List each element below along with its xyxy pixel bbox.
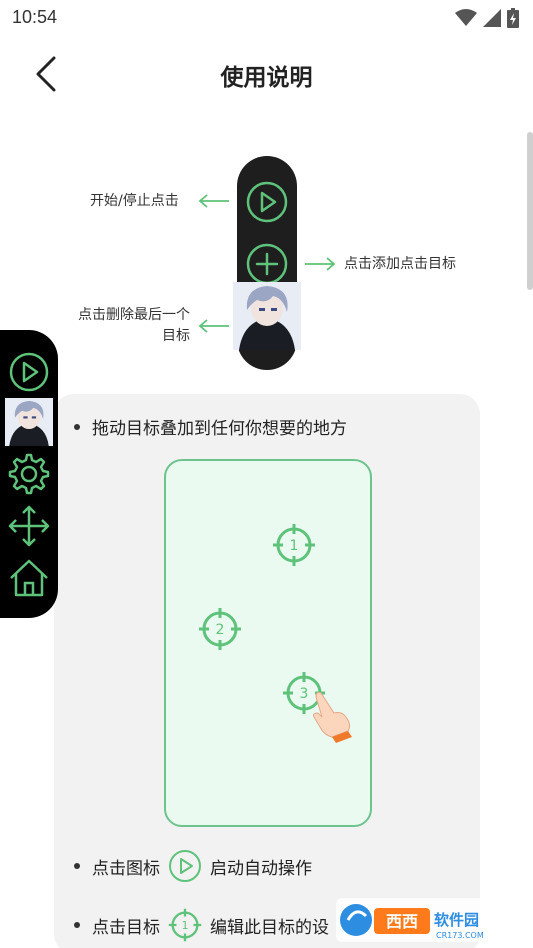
play-icon (169, 850, 201, 882)
instruction-tap-icon-suffix: 启动自动操作 (210, 858, 312, 879)
anime-avatar-image (5, 398, 53, 446)
move-arrows-icon[interactable] (7, 504, 51, 548)
instruction-drag-text: 拖动目标叠加到任何你想要的地方 (92, 419, 347, 439)
watermark-brand-part2: 软件园 (434, 911, 479, 929)
instruction-tap-target: 点击目标 1 编辑此目标的设 (74, 908, 329, 942)
plus-icon (246, 243, 288, 285)
page-title: 使用说明 (220, 65, 313, 91)
caption-delete-line1: 点击删除最后一个 (78, 307, 190, 323)
target-number: 2 (216, 622, 225, 638)
target-thumbnail-demo (233, 282, 301, 350)
crosshair-target-icon: 2 (199, 608, 241, 650)
instruction-drag: 拖动目标叠加到任何你想要的地方 (74, 414, 347, 439)
instruction-tap-target-suffix: 编辑此目标的设 (210, 917, 329, 938)
scrollbar[interactable] (527, 132, 533, 290)
instruction-tap-target-prefix: 点击目标 (92, 917, 160, 938)
arrow-left-icon (198, 194, 229, 208)
caption-start-stop: 开始/停止点击 (90, 193, 179, 209)
bullet (74, 423, 80, 430)
pointing-hand-icon (313, 692, 352, 743)
watermark-logo: 西西 软件园 CR173.COM (336, 898, 513, 942)
gear-icon[interactable] (7, 452, 51, 496)
instruction-tap-icon-prefix: 点击图标 (92, 858, 160, 879)
bullet (74, 863, 80, 869)
drag-demo-area: 1 2 3 (164, 459, 372, 827)
caption-delete-line2: 目标 (162, 328, 190, 344)
status-time: 10:54 (12, 7, 58, 27)
back-button[interactable] (26, 52, 66, 96)
instruction-card: 拖动目标叠加到任何你想要的地方 1 2 3 点击图标 启动自动操作 (54, 394, 480, 948)
home-icon[interactable] (7, 556, 51, 600)
target-number: 1 (182, 919, 189, 932)
caption-delete-target: 点击删除最后一个 目标 (64, 305, 190, 347)
target-thumbnail[interactable] (5, 398, 53, 446)
target-number: 3 (300, 686, 309, 702)
crosshair-target-icon: 1 (273, 524, 315, 566)
arrow-left-icon (198, 319, 229, 333)
status-icons (455, 8, 519, 28)
crosshair-target-icon: 1 (168, 908, 202, 942)
bullet (74, 922, 80, 928)
target-number: 1 (290, 538, 299, 554)
battery-icon (507, 8, 519, 28)
chevron-left-icon (36, 56, 56, 92)
instruction-tap-icon: 点击图标 启动自动操作 (74, 849, 312, 883)
watermark-site: CR173.COM (436, 931, 484, 940)
arrow-right-icon (305, 257, 336, 271)
signal-icon (483, 9, 501, 27)
play-icon[interactable] (7, 350, 51, 394)
anime-avatar-image (233, 282, 301, 350)
watermark-logo-image: 西西 软件园 CR173.COM (336, 898, 513, 942)
floating-control-bar[interactable] (0, 330, 58, 618)
watermark-brand-part1: 西西 (386, 912, 418, 931)
caption-add-target: 点击添加点击目标 (344, 256, 456, 272)
play-icon (246, 181, 288, 223)
wifi-icon (455, 9, 477, 26)
status-bar: 10:54 (0, 0, 533, 36)
app-header: 使用说明 (0, 44, 533, 104)
